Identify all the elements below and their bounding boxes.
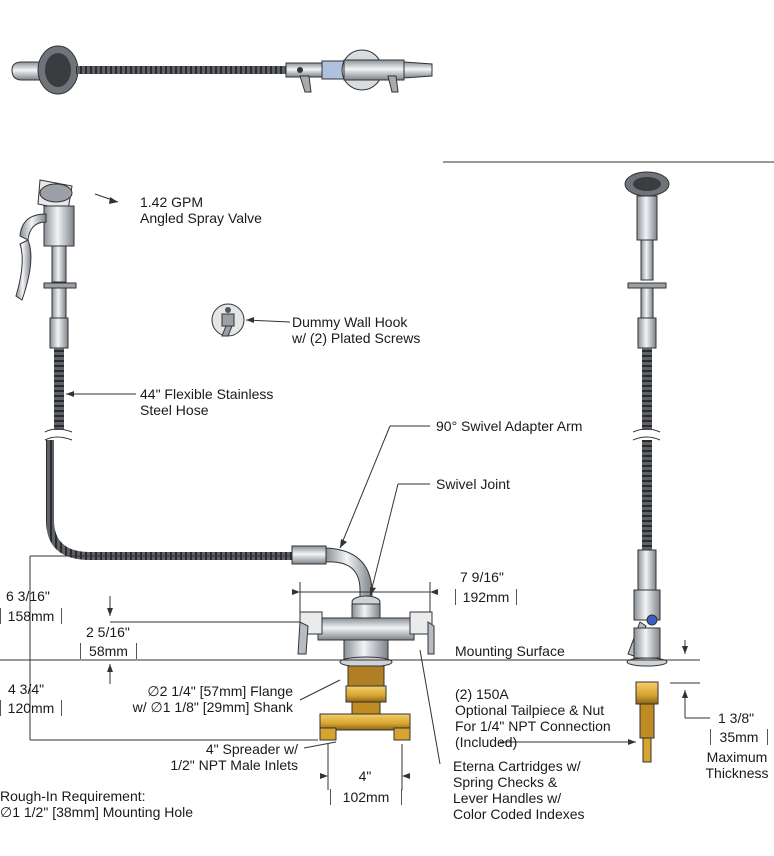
dim-width-spreader-imperial: 4"	[358, 768, 372, 784]
dim-height-mid-imperial: 2 5/16"	[86, 624, 130, 640]
dim-width-handles-imperial: 7 9/16"	[460, 569, 504, 585]
callout-swivel-joint: Swivel Joint	[436, 476, 510, 492]
dimension-lines	[29, 193, 710, 790]
callout-mounting-surface: Mounting Surface	[455, 643, 565, 659]
callout-cartridges: Eterna Cartridges w/Spring Checks & Leve…	[453, 758, 585, 822]
top-plan-view	[11, 45, 433, 95]
side-view-assembly	[624, 171, 670, 763]
dim-height-lower-metric: 120mm	[0, 700, 62, 716]
callout-rough-in: Rough-In Requirement:∅1 1/2" [38mm] Moun…	[0, 788, 194, 820]
wall-hook-icon	[211, 303, 245, 337]
dim-height-upper-imperial: 6 3/16"	[6, 588, 50, 604]
dim-height-mid-metric: 58mm	[80, 643, 137, 659]
dim-thickness-metric: 35mm	[710, 729, 768, 745]
dim-height-upper-metric: 158mm	[0, 608, 62, 624]
spray-valve-assembly	[15, 179, 327, 565]
dim-thickness-imperial: 1 3/8"	[718, 710, 755, 726]
dim-width-spreader-metric: 102mm	[330, 789, 402, 805]
dim-width-handles-metric: 192mm	[455, 589, 517, 605]
callout-spreader: 4" Spreader w/1/2" NPT Male Inlets	[170, 741, 298, 773]
arrowheads	[66, 197, 688, 779]
dim-height-lower-imperial: 4 3/4"	[8, 681, 45, 697]
callout-swivel-arm: 90° Swivel Adapter Arm	[436, 418, 583, 434]
faucet-body	[297, 547, 435, 741]
